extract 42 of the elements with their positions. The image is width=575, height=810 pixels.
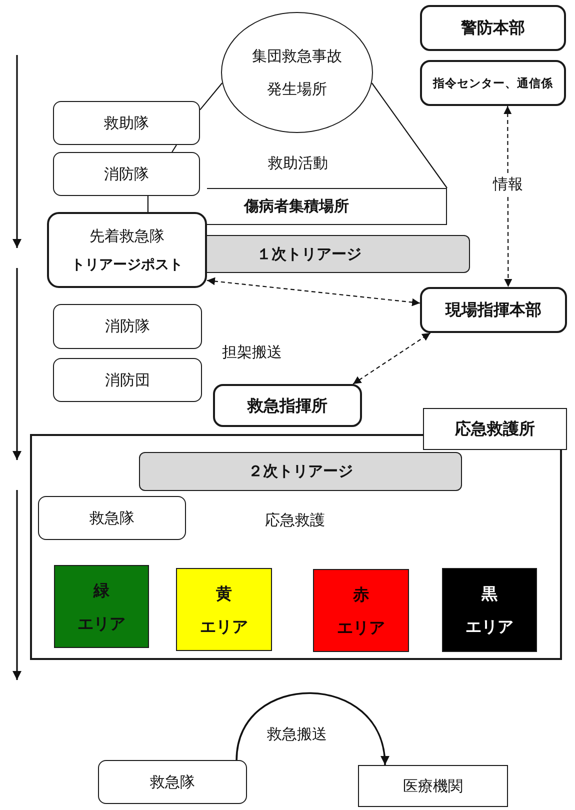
annotation-text: 救助活動 xyxy=(268,154,328,172)
dashed-arrow xyxy=(206,277,420,306)
banner-box: １次トリアージ xyxy=(207,235,470,273)
ellipse: 集団救急事故発生場所 xyxy=(221,12,373,133)
curved-arrow xyxy=(236,692,388,766)
rounded-box: 現場指揮本部 xyxy=(420,287,567,333)
tile-title: 赤 xyxy=(353,584,369,604)
rounded-box: 消防隊 xyxy=(53,152,200,196)
connector-line xyxy=(172,144,177,152)
tile-label: エリア xyxy=(200,616,248,636)
rounded-box: 救急指揮所 xyxy=(213,384,362,427)
banner-box: ２次トリアージ xyxy=(139,452,462,491)
rounded-box: 救助隊 xyxy=(53,101,200,145)
rounded-box: 消防団 xyxy=(53,358,202,402)
rounded-box: 指令センター、通信係 xyxy=(420,60,566,106)
tile-title: 緑 xyxy=(94,580,110,600)
square-box: 医療機関 xyxy=(358,765,508,807)
connector-line xyxy=(147,196,149,212)
area-tile xyxy=(442,568,537,652)
area-tile xyxy=(54,565,149,648)
rounded-box: 消防隊 xyxy=(53,304,202,349)
tile-label: エリア xyxy=(78,614,126,632)
area-tile xyxy=(176,568,272,651)
dashed-arrow xyxy=(504,106,512,287)
connector-line xyxy=(200,82,223,110)
tile-label: エリア xyxy=(466,617,514,636)
area-tile xyxy=(313,569,409,652)
connector-line xyxy=(371,82,448,188)
rounded-box xyxy=(47,212,207,288)
annotation-text: 応急救護 xyxy=(265,511,325,529)
rounded-box: 救急隊 xyxy=(38,496,186,540)
rounded-box: 警防本部 xyxy=(420,5,566,51)
square-box: 応急救護所 xyxy=(423,408,567,450)
subtitle-text: トリアージポスト xyxy=(71,256,183,274)
annotation-text: 担架搬送 xyxy=(222,343,282,361)
tile-title: 黄 xyxy=(216,584,232,602)
tile-title: 黒 xyxy=(482,584,498,603)
rounded-box: 救急隊 xyxy=(98,760,247,804)
dashed-arrow xyxy=(352,332,431,384)
title-text: 先着救急隊 xyxy=(90,226,164,244)
square-box: 傷病者集積場所 xyxy=(207,188,447,225)
tile-label: エリア xyxy=(337,618,385,636)
